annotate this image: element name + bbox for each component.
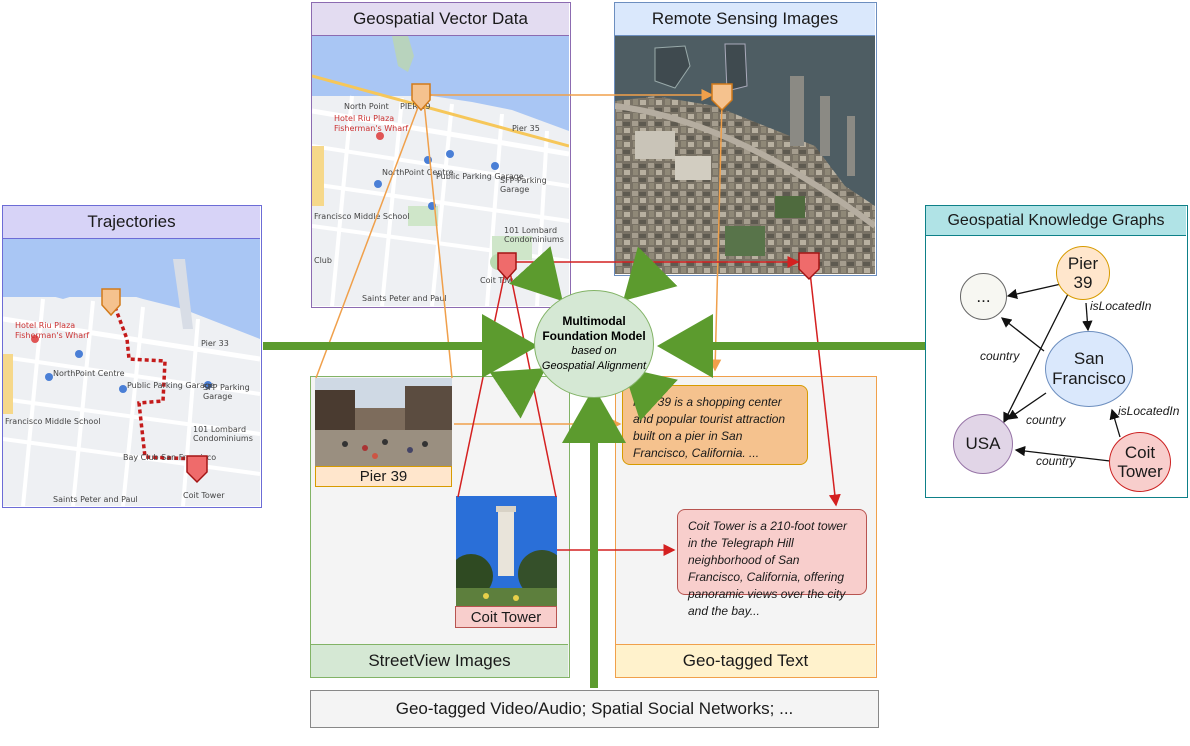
vector-data-title: Geospatial Vector Data xyxy=(312,3,569,36)
kg-edge-country-pier: country xyxy=(980,349,1020,363)
kg-node-ellipsis-text: ... xyxy=(976,286,991,306)
kg-node-usa-text: USA xyxy=(965,434,1001,453)
center-line2: Foundation Model xyxy=(542,329,646,343)
multimodal-model-node: Multimodal Foundation Model based on Geo… xyxy=(534,290,654,398)
map-label-northpoint: North Point xyxy=(344,102,389,111)
vector-map: PIER 39 Pier 35 North Point Hotel Riu Pl… xyxy=(312,36,569,306)
coit-photo-graphic xyxy=(456,496,557,606)
remote-sensing-panel: Remote Sensing Images xyxy=(614,2,877,276)
kg-node-pier-line2: 39 xyxy=(1073,273,1093,292)
kg-node-coit-line2: Tower xyxy=(1117,462,1163,481)
traj-label-hotel1: Hotel Riu Plaza xyxy=(15,321,76,330)
map-label-pier35: Pier 35 xyxy=(512,124,540,133)
pier39-text-box: Pier 39 is a shopping center and popular… xyxy=(622,385,808,465)
vector-data-panel: Geospatial Vector Data xyxy=(311,2,571,308)
kg-node-san-francisco: San Francisco xyxy=(1045,331,1133,407)
trajectories-title: Trajectories xyxy=(3,206,260,239)
traj-label-parking: Public Parking Garage xyxy=(127,381,215,390)
map-label-hotel2: Fisherman's Wharf xyxy=(334,124,409,133)
traj-label-northpoint: NorthPoint Centre xyxy=(53,369,125,378)
coit-tower-photo xyxy=(456,496,557,606)
kg-node-coit-line1: Coit xyxy=(1124,443,1156,462)
pier39-photo xyxy=(315,378,452,466)
satellite-graphic xyxy=(615,36,875,274)
map-label-francisco: Francisco Middle School xyxy=(314,212,410,221)
trajectory-map-graphic xyxy=(3,239,260,506)
traj-label-sfp: SFP Parking Garage xyxy=(203,383,250,401)
center-line3: based on xyxy=(571,345,617,357)
kg-edge-coit-sf: isLocatedIn xyxy=(1118,404,1180,418)
map-label-club: Club xyxy=(314,256,332,265)
pier39-photo-label: Pier 39 xyxy=(315,466,452,487)
kg-edge-country-sf: country xyxy=(1026,413,1066,427)
kg-node-ellipsis: ... xyxy=(960,273,1007,320)
satellite-image xyxy=(615,36,875,274)
bottom-modalities-bar: Geo-tagged Video/Audio; Spatial Social N… xyxy=(310,690,879,728)
knowledge-graph-edges xyxy=(1000,283,1121,462)
map-label-lombard1: 101 Lombard xyxy=(504,226,558,235)
center-line1: Multimodal xyxy=(562,314,626,328)
trajectories-panel: Trajectories Pier 33 Hotel Riu Plaza Fis… xyxy=(2,205,262,508)
map-label-saints: Saints Peter and Paul xyxy=(362,294,447,303)
kg-node-sf-line1: San xyxy=(1073,349,1105,368)
traj-label-coit: Coit Tower xyxy=(183,491,225,500)
kg-node-pier39: Pier 39 xyxy=(1056,246,1110,300)
traj-label-lombard2: Condominiums xyxy=(193,434,253,443)
knowledge-graph-panel: Geospatial Knowledge Graphs ... Pier 39 … xyxy=(925,205,1188,498)
remote-sensing-title: Remote Sensing Images xyxy=(615,3,875,36)
coit-photo-label: Coit Tower xyxy=(455,606,557,628)
traj-label-bayclub: Bay Club San Francisco xyxy=(123,453,217,462)
kg-node-sf-line2: Francisco xyxy=(1052,369,1126,388)
kg-edge-country-coit: country xyxy=(1036,454,1076,468)
center-line4: Geospatial Alignment xyxy=(541,360,647,372)
kg-node-pier-line1: Pier xyxy=(1067,254,1099,273)
trajectory-map: Pier 33 Hotel Riu Plaza Fisherman's Whar… xyxy=(3,239,260,506)
kg-node-coit-tower: Coit Tower xyxy=(1109,432,1171,492)
traj-label-hotel2: Fisherman's Wharf xyxy=(15,331,90,340)
kg-edge-pier-sf: isLocatedIn xyxy=(1090,299,1152,313)
map-label-sfp: SFP Parking Garage xyxy=(500,176,547,194)
traj-label-saints: Saints Peter and Paul xyxy=(53,495,138,504)
geotext-title: Geo-tagged Text xyxy=(616,644,875,677)
kg-node-usa: USA xyxy=(953,414,1013,474)
knowledge-graph-title: Geospatial Knowledge Graphs xyxy=(926,206,1186,236)
traj-label-francisco: Francisco Middle School xyxy=(5,417,101,426)
coit-text-box: Coit Tower is a 210-foot tower in the Te… xyxy=(677,509,867,618)
map-label-coit: Coit Tower xyxy=(480,276,522,285)
map-label-hotel1: Hotel Riu Plaza xyxy=(334,114,395,123)
map-label-pier39: PIER 39 xyxy=(400,102,431,111)
map-label-public-parking: Public Parking Garage xyxy=(436,172,524,181)
map-label-lombard2: Condominiums xyxy=(504,235,564,244)
streetview-title: StreetView Images xyxy=(311,644,568,677)
traj-label-lombard1: 101 Lombard xyxy=(193,425,247,434)
pier39-photo-graphic xyxy=(315,378,452,466)
traj-label-pier33: Pier 33 xyxy=(201,339,229,348)
